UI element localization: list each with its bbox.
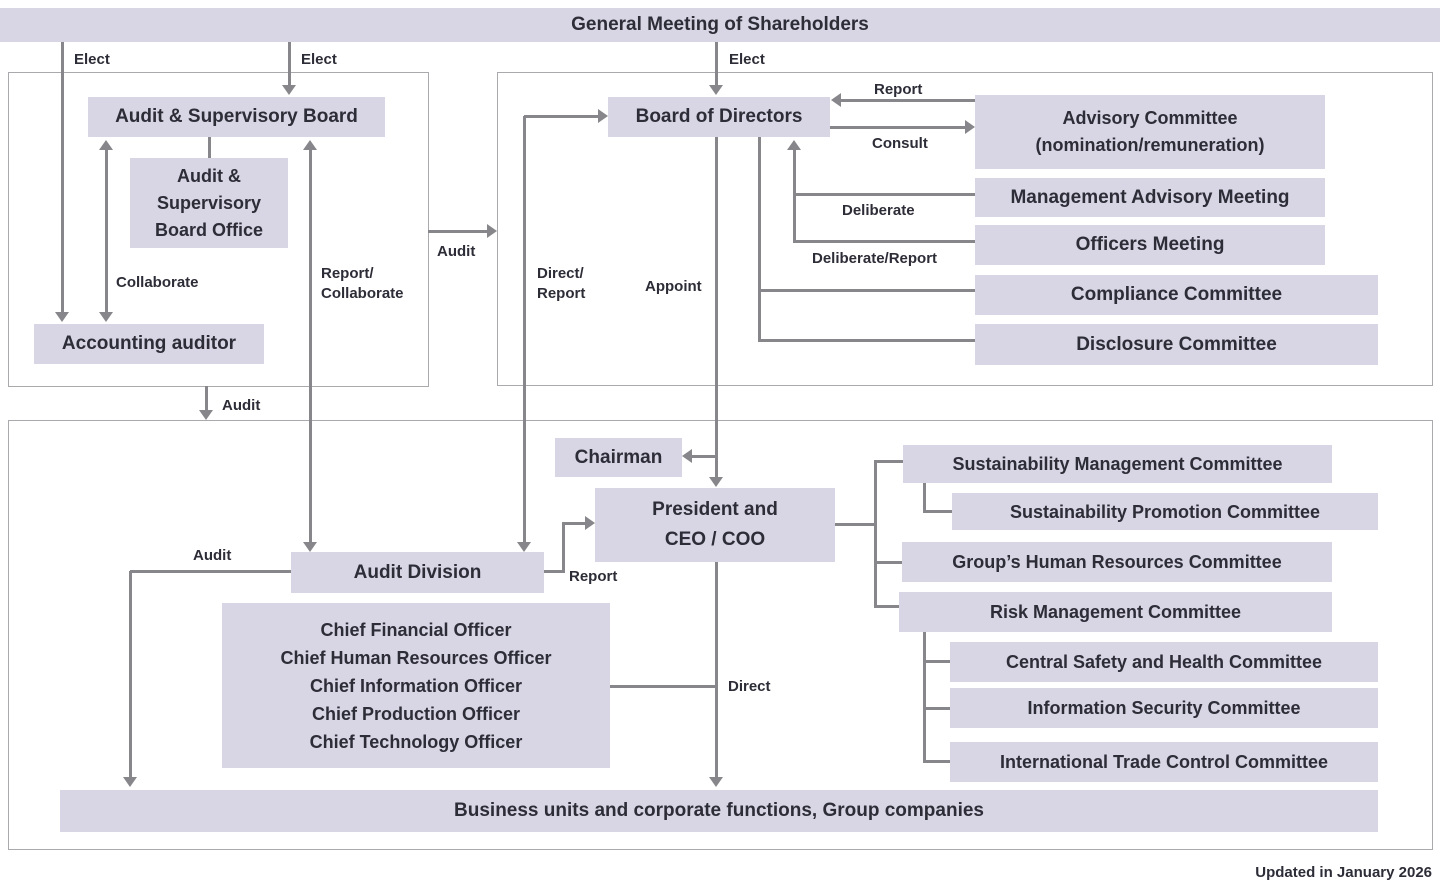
line-collaborate	[105, 149, 108, 313]
arrow-audit-into-business-units	[123, 777, 137, 787]
node-audit-supervisory-board-office: Audit & Supervisory Board Office	[130, 158, 288, 248]
line-audit-division-left	[130, 570, 291, 573]
label-collaborate: Collaborate	[116, 274, 199, 291]
line-deliberate-report	[793, 240, 975, 243]
line-report-collaborate	[309, 149, 312, 543]
arrow-report-into-board	[831, 93, 841, 107]
line-direct-report-top	[524, 115, 598, 118]
line-audit-to-business-units	[129, 571, 132, 778]
line-report-president-3	[562, 522, 585, 525]
line-branch-international-trade	[923, 760, 950, 763]
line-audit-to-board-section	[428, 230, 487, 233]
node-sustainability-management-committee: Sustainability Management Committee	[903, 445, 1332, 483]
line-appoint-chairman-branch	[692, 455, 716, 458]
label-audit-down: Audit	[222, 397, 261, 414]
arrow-report-collaborate-down	[303, 542, 317, 552]
line-appoint	[715, 137, 718, 478]
executive-section-frame	[8, 420, 1433, 850]
line-chiefs-to-direct	[610, 685, 716, 688]
line-branch-sustainability-management	[874, 460, 903, 463]
arrow-elect-accounting-auditor	[55, 312, 69, 322]
label-consult: Consult	[872, 135, 928, 152]
label-audit-mid: Audit	[437, 243, 476, 260]
audit-section-frame	[8, 72, 429, 387]
general-meeting-banner: General Meeting of Shareholders	[0, 8, 1440, 42]
label-elect-2: Elect	[301, 51, 337, 68]
node-management-advisory-meeting: Management Advisory Meeting	[975, 178, 1325, 217]
arrow-elect-audit-board	[282, 85, 296, 95]
line-board-compliance-trunk	[758, 137, 761, 342]
line-deliberate	[793, 193, 975, 196]
node-sustainability-promotion-committee: Sustainability Promotion Committee	[952, 493, 1378, 530]
node-board-of-directors: Board of Directors	[608, 97, 830, 137]
label-elect-1: Elect	[74, 51, 110, 68]
line-sustainability-sub-trunk	[923, 483, 926, 513]
node-risk-management-committee: Risk Management Committee	[899, 592, 1332, 632]
node-officers-meeting: Officers Meeting	[975, 225, 1325, 265]
node-central-safety-health-committee: Central Safety and Health Committee	[950, 642, 1378, 682]
line-report-advisory	[841, 99, 975, 102]
arrow-audit-to-board-section	[487, 224, 497, 238]
updated-note: Updated in January 2026	[1255, 864, 1432, 881]
line-report-president-2	[562, 523, 565, 573]
label-report-collaborate: Report/ Collaborate	[321, 265, 404, 302]
line-elect-board-of-directors	[715, 42, 718, 86]
arrow-collaborate-down	[99, 312, 113, 322]
node-business-units: Business units and corporate functions, …	[60, 790, 1378, 832]
label-direct-report: Direct/ Report	[537, 265, 586, 302]
line-consult-advisory	[830, 126, 965, 129]
label-report-advisory: Report	[874, 81, 923, 98]
arrow-direct-report-into-audit-division	[517, 542, 531, 552]
line-elect-accounting-auditor	[61, 42, 64, 313]
line-risk-sub-trunk	[923, 632, 926, 763]
line-board-office	[208, 137, 211, 158]
line-elect-audit-board	[288, 42, 291, 86]
board-section-frame	[497, 72, 1433, 386]
line-president-right	[835, 523, 875, 526]
arrow-deliberate-into-board	[787, 140, 801, 150]
arrow-direct-report-into-board	[598, 109, 608, 123]
node-information-security-committee: Information Security Committee	[950, 688, 1378, 728]
node-president-ceo-coo: President and CEO / COO	[595, 488, 835, 562]
node-audit-supervisory-board: Audit & Supervisory Board	[88, 97, 385, 137]
arrow-direct-into-business-units	[709, 777, 723, 787]
line-branch-central-safety	[923, 660, 950, 663]
node-international-trade-control-committee: International Trade Control Committee	[950, 742, 1378, 782]
arrow-elect-board-of-directors	[709, 85, 723, 95]
node-disclosure-committee: Disclosure Committee	[975, 324, 1378, 365]
label-deliberate-report: Deliberate/Report	[812, 250, 938, 267]
label-audit-bottom: Audit	[193, 547, 232, 564]
node-audit-division: Audit Division	[291, 552, 544, 593]
arrow-collaborate-up	[99, 140, 113, 150]
label-report-bottom: Report	[569, 568, 618, 585]
node-chairman: Chairman	[555, 438, 682, 477]
label-appoint: Appoint	[645, 278, 702, 295]
arrow-appoint-president	[709, 477, 723, 487]
node-advisory-committee: Advisory Committee (nomination/remunerat…	[975, 95, 1325, 169]
arrow-appoint-chairman	[682, 449, 692, 463]
arrow-consult-into-advisory	[965, 120, 975, 134]
line-branch-risk-management	[874, 605, 899, 608]
label-deliberate: Deliberate	[842, 202, 915, 219]
arrow-report-collaborate-up	[303, 140, 317, 150]
line-branch-groups-hr	[874, 561, 902, 564]
node-chief-officers: Chief Financial Officer Chief Human Reso…	[222, 603, 610, 768]
line-direct-report-vertical	[523, 116, 526, 543]
node-compliance-committee: Compliance Committee	[975, 275, 1378, 315]
arrow-report-into-president	[585, 516, 595, 530]
line-direct	[715, 562, 718, 778]
line-branch-information-security	[923, 707, 950, 710]
node-groups-human-resources-committee: Group’s Human Resources Committee	[902, 542, 1332, 582]
line-board-compliance	[758, 289, 975, 292]
line-board-disclosure	[758, 339, 975, 342]
line-audit-down	[205, 386, 208, 410]
label-elect-3: Elect	[729, 51, 765, 68]
line-committees-trunk	[874, 461, 877, 608]
line-branch-sustainability-promotion	[923, 510, 952, 513]
arrow-audit-down	[199, 410, 213, 420]
label-direct: Direct	[728, 678, 771, 695]
node-accounting-auditor: Accounting auditor	[34, 324, 264, 364]
line-report-president-1	[544, 570, 565, 573]
